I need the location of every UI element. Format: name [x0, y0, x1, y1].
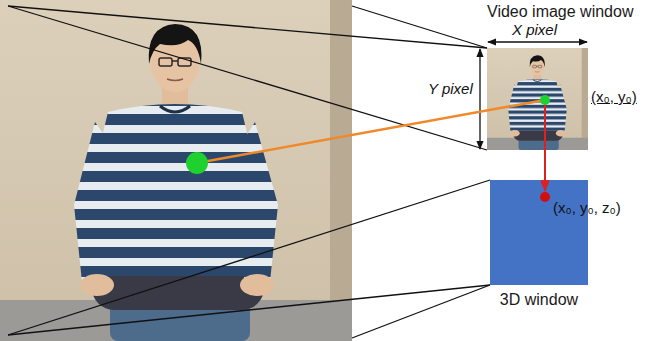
- label-anchor: (x₀, y₀): [591, 88, 637, 106]
- dimension-label: Y pixel: [428, 80, 473, 97]
- label-anchor: X pixel: [512, 21, 557, 39]
- coordinate-label: (x₀, y₀, z₀): [553, 199, 621, 216]
- dimension-label: X pixel: [512, 21, 557, 38]
- window-caption: 3D window: [490, 291, 588, 309]
- video-frame-image: [487, 48, 588, 150]
- window-heading: Video image window: [487, 3, 588, 21]
- coordinate-label: (x₀, y₀): [591, 88, 637, 105]
- projection-lines: [8, 6, 490, 338]
- video-image-window: Video image window: [487, 48, 588, 150]
- target-dot: [186, 152, 208, 174]
- projection-stub: [544, 100, 546, 150]
- image-dot: [540, 95, 550, 105]
- projection-arrow: [544, 150, 546, 191]
- y-dimension-arrow: [479, 49, 480, 149]
- label-anchor: Y pixel: [428, 80, 473, 98]
- x-dimension-arrow: [488, 41, 587, 42]
- correspondence-line: [197, 100, 545, 163]
- 3d-window-box: 3D window: [490, 180, 588, 285]
- 3d-point-dot: [540, 192, 550, 202]
- label-anchor: (x₀, y₀, z₀): [553, 199, 621, 217]
